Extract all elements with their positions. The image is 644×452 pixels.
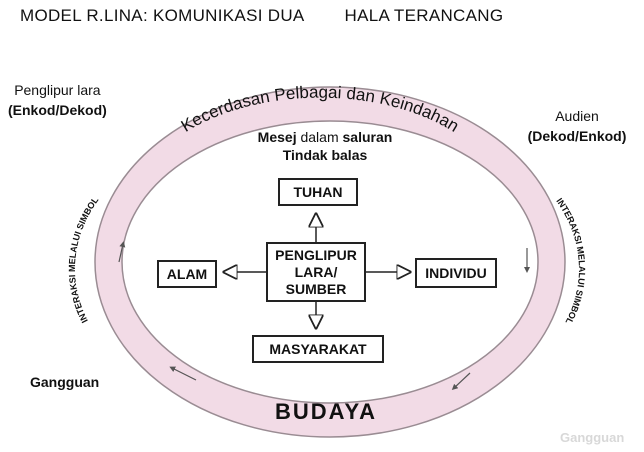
message-dalam: dalam (296, 129, 343, 145)
center-line1: PENGLIPUR (275, 246, 357, 263)
center-line3: SUMBER (285, 280, 347, 297)
receiver-line1: Audien (555, 108, 599, 124)
box-masyarakat: MASYARAKAT (252, 335, 384, 363)
sender-line2: (Enkod/Dekod) (8, 102, 107, 118)
sender-label: Penglipur lara (Enkod/Dekod) (8, 80, 107, 120)
receiver-label: Audien (Dekod/Enkod) (514, 106, 640, 146)
flow-arrow-left (118, 241, 126, 263)
receiver-line2: (Dekod/Enkod) (527, 128, 627, 144)
message-saluran: saluran (342, 129, 393, 145)
box-individu: INDIVIDU (415, 258, 497, 288)
noise-label: Gangguan (30, 374, 100, 390)
box-alam: ALAM (157, 260, 217, 288)
flow-arrow-bottom-left (169, 366, 197, 381)
watermark-text: Gangguan (560, 430, 625, 445)
box-center-source: PENGLIPUR LARA/ SUMBER (266, 242, 366, 302)
arc-bottom-text: BUDAYA (275, 399, 377, 424)
sender-line1: Penglipur lara (14, 82, 101, 98)
box-tuhan: TUHAN (278, 178, 358, 206)
flow-arrow-bottom-right (451, 372, 471, 391)
title-left: MODEL R.LINA: KOMUNIKASI DUA (20, 6, 305, 25)
title-right: HALA TERANCANG (344, 6, 504, 25)
message-mesej: Mesej (257, 129, 297, 145)
page-title: MODEL R.LINA: KOMUNIKASI DUA HALA TERANCA… (20, 6, 503, 26)
message-text: Mesej dalam saluran Tindak balas (240, 128, 410, 164)
message-feedback: Tindak balas (282, 147, 368, 163)
center-line2: LARA/ (294, 263, 338, 280)
